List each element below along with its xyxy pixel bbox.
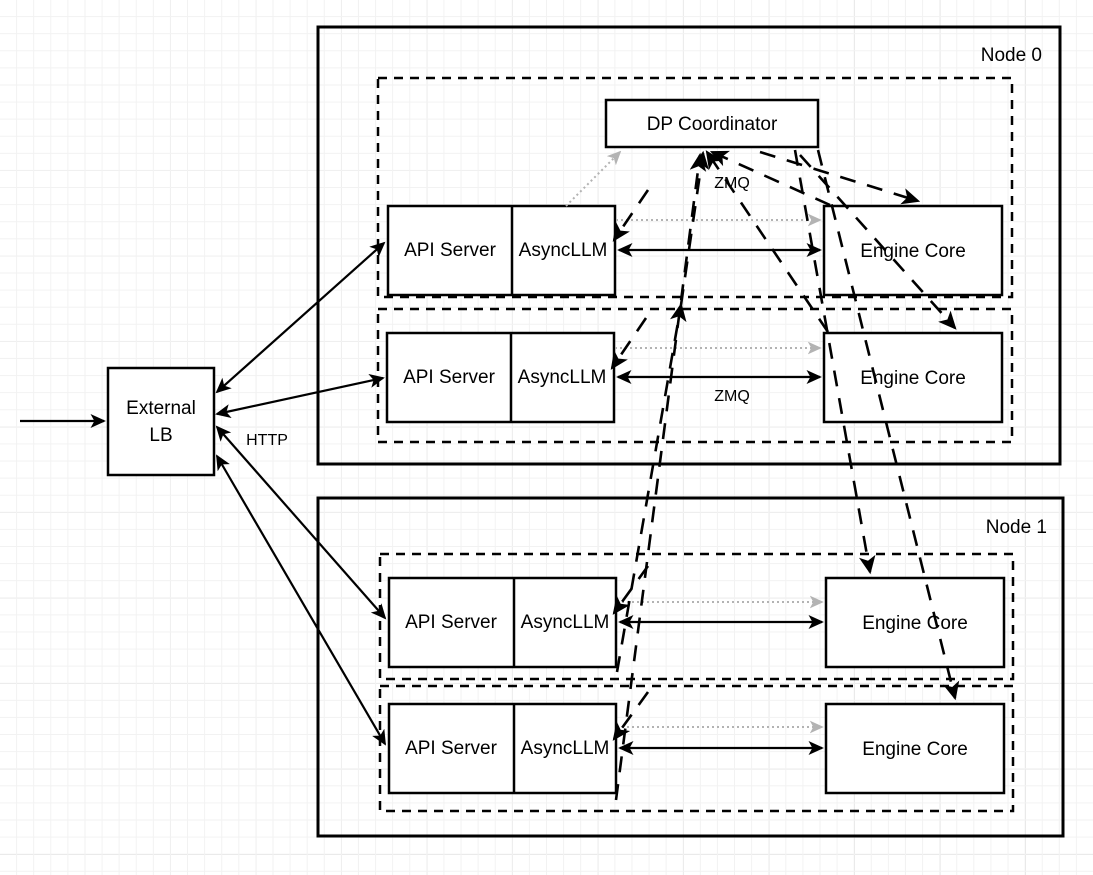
node-1-group-0-api-server-label: API Server <box>405 612 498 633</box>
external-lb-box[interactable] <box>106 366 216 477</box>
node-0-group-0-api-server-label: API Server <box>404 240 497 261</box>
node-0-group-0-async-llm-label: AsyncLLM <box>519 240 608 261</box>
dp-coordinator-box[interactable] <box>604 98 820 149</box>
dp-coordinator-label: DP Coordinator <box>647 114 778 135</box>
node-0-label: Node 0 <box>981 45 1042 66</box>
edge-lb-to-node1-api0 <box>215 425 387 620</box>
edge-lb-to-node0-api0 <box>215 241 386 394</box>
edge-lb-to-node0-api1 <box>215 373 385 419</box>
node-1-group-0-async-llm-label: AsyncLLM <box>521 612 610 633</box>
node-0-group-0-apiserver-box[interactable] <box>386 204 617 297</box>
node-0-group-0-container <box>376 76 1014 299</box>
node-1-group-1-async-llm-label: AsyncLLM <box>521 738 610 759</box>
node-1-group-0-apiserver-box[interactable] <box>387 576 618 669</box>
edge-dashed-n1g1-engine-to-coordinator <box>614 152 707 801</box>
edge-dashed-into-n0g1-asyncllm <box>610 317 648 370</box>
node-1-group-0-enginecore-box[interactable] <box>824 576 1006 669</box>
edge-dashed-coordinator-to-n0g0-engine <box>759 150 921 205</box>
node-0-group-1-engine-core-label: Engine Core <box>860 368 966 389</box>
node-1-group-0-container <box>378 552 1015 681</box>
node-1-group-1-apiserver-box[interactable] <box>387 702 618 795</box>
zmq-label-top: ZMQ <box>714 175 750 192</box>
node-0-group-0-engine-core-label: Engine Core <box>860 241 966 262</box>
edge-lb-to-node1-api1 <box>216 454 386 746</box>
node-1-group-0-engine-core-label: Engine Core <box>862 613 968 634</box>
edge-dashed-coordinator-to-n1g0-engine <box>793 149 876 575</box>
external-lb-label-line1: External <box>126 398 196 419</box>
edge-dashed-n1g0-engine-to-coordinator <box>615 302 687 673</box>
node-0-group-1-apiserver-box[interactable] <box>385 331 616 424</box>
edge-dashed-n0g1-engine-to-coordinator <box>705 150 830 333</box>
node-1-group-1-enginecore-box[interactable] <box>824 702 1006 795</box>
node-1-group-1-api-server-label: API Server <box>405 738 498 759</box>
http-label: HTTP <box>246 432 288 449</box>
node-0-group-1-async-llm-label: AsyncLLM <box>518 367 607 388</box>
edge-dashed-into-n0g0-asyncllm <box>612 189 650 242</box>
edge-dashed-into-n1g1-asyncllm <box>612 691 650 741</box>
node-1-label: Node 1 <box>986 517 1047 538</box>
node-0-group-1-enginecore-box[interactable] <box>822 331 1004 424</box>
node-0-group-1-api-server-label: API Server <box>403 367 496 388</box>
node-1-group-1-container <box>378 684 1015 813</box>
edge-dashed-n1g0-engine-to-coordinator-2 <box>679 150 709 306</box>
node-1-group-1-engine-core-label: Engine Core <box>862 739 968 760</box>
edge-dotted-asyncllm-to-coordinator <box>565 150 622 207</box>
external-lb-label-line2: LB <box>149 425 172 446</box>
zmq-label-bottom: ZMQ <box>714 388 750 405</box>
edge-dashed-coordinator-to-n1g1-engine <box>816 149 960 701</box>
edge-dashed-n0g0-engine-to-coordinator <box>709 150 831 207</box>
edge-dashed-into-n1g0-asyncllm <box>612 565 650 615</box>
